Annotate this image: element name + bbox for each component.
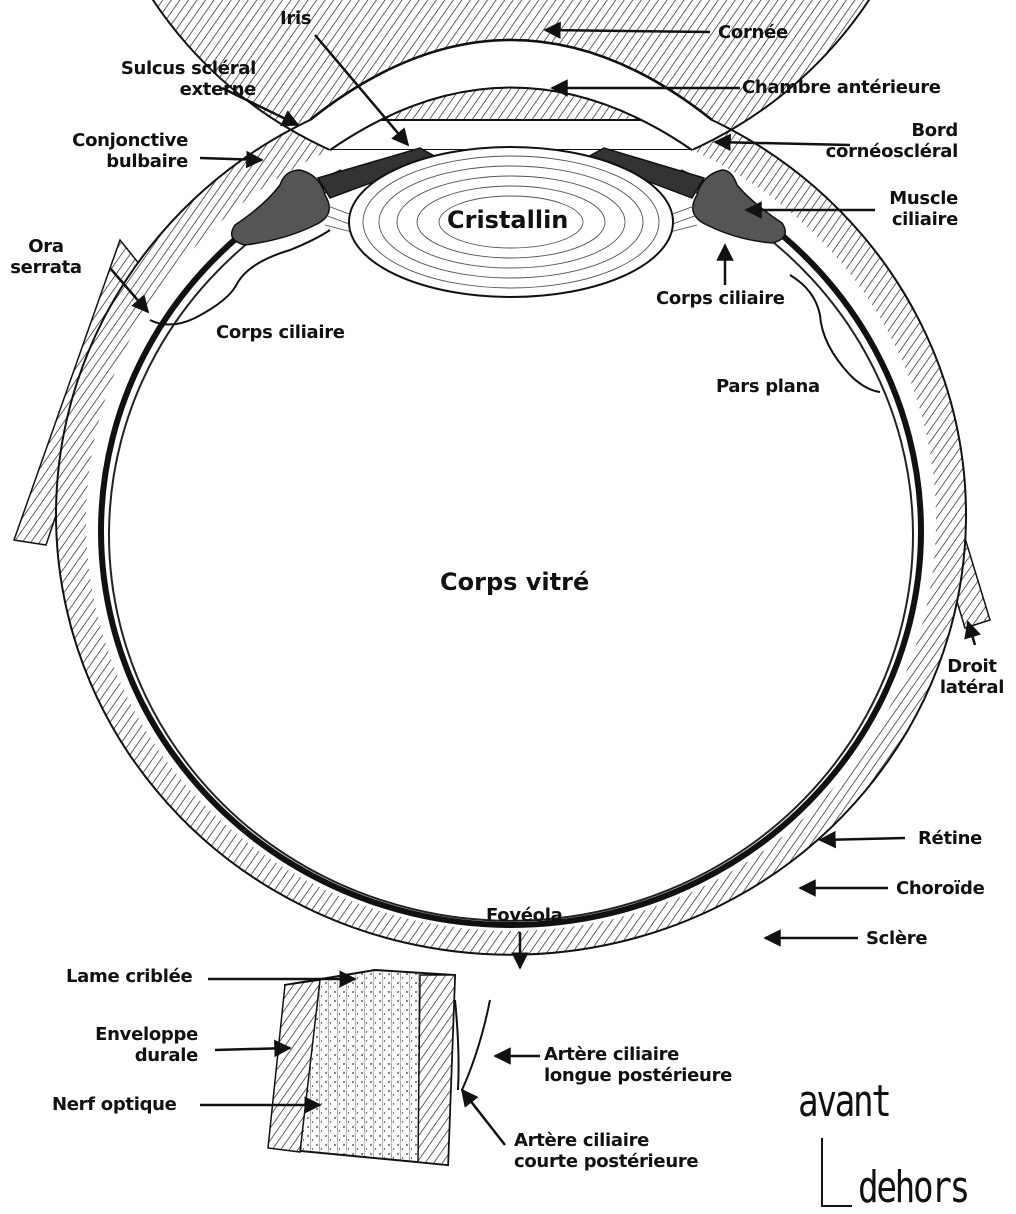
label-foveola: Fovéola [486,905,562,926]
label-conjonctive-bulbaire: Conjonctive bulbaire [60,130,188,172]
label-conjonctive-line2: bulbaire [60,151,188,172]
label-muscle-line1: Muscle [850,188,958,209]
label-acl-line2: longue postérieure [544,1065,732,1086]
label-acc-line1: Artère ciliaire [514,1130,698,1151]
label-choroide: Choroïde [896,878,985,899]
orientation-avant: avant [798,1076,890,1127]
label-droit-lateral: Droit latéral [936,656,1008,698]
label-enveloppe-line2: durale [60,1045,198,1066]
label-muscle-ciliaire: Muscle ciliaire [850,188,958,230]
label-muscle-line2: ciliaire [850,209,958,230]
label-enveloppe-line1: Enveloppe [60,1024,198,1045]
orientation-axis [822,1138,852,1206]
orientation-dehors: dehors [858,1162,968,1213]
label-corps-vitre: Corps vitré [440,568,589,596]
label-retine: Rétine [918,828,982,849]
label-bord-line2: cornéoscléral [800,141,958,162]
label-lame-criblee: Lame criblée [66,966,192,987]
label-sulcus-line2: externe [98,79,256,100]
label-ora-line1: Ora [8,236,84,257]
label-cornee: Cornée [718,22,788,43]
label-sclere: Sclère [866,928,927,949]
label-corps-ciliaire-left: Corps ciliaire [216,322,345,343]
label-ora-line2: serrata [8,257,84,278]
label-bord-line1: Bord [800,120,958,141]
label-droit-line2: latéral [936,677,1008,698]
label-chambre-anterieure: Chambre antérieure [742,77,941,98]
label-bord-corneoscleral: Bord cornéoscléral [800,120,958,162]
label-pars-plana: Pars plana [716,376,820,397]
label-acc-line2: courte postérieure [514,1151,698,1172]
label-nerf-optique: Nerf optique [52,1094,177,1115]
label-corps-ciliaire-right: Corps ciliaire [656,288,785,309]
label-iris: Iris [280,8,311,29]
label-acl-line1: Artère ciliaire [544,1044,732,1065]
label-droit-line1: Droit [936,656,1008,677]
label-artere-ciliaire-longue: Artère ciliaire longue postérieure [544,1044,732,1086]
label-conjonctive-line1: Conjonctive [60,130,188,151]
label-sulcus-line1: Sulcus scléral [98,58,256,79]
label-ora-serrata: Ora serrata [8,236,84,278]
posterior-arteries [455,1000,490,1090]
label-cristallin: Cristallin [447,206,568,234]
label-enveloppe-durale: Enveloppe durale [60,1024,198,1066]
label-sulcus-scleral-externe: Sulcus scléral externe [98,58,256,100]
dural-sheath-right [418,975,455,1165]
label-artere-ciliaire-courte: Artère ciliaire courte postérieure [514,1130,698,1172]
